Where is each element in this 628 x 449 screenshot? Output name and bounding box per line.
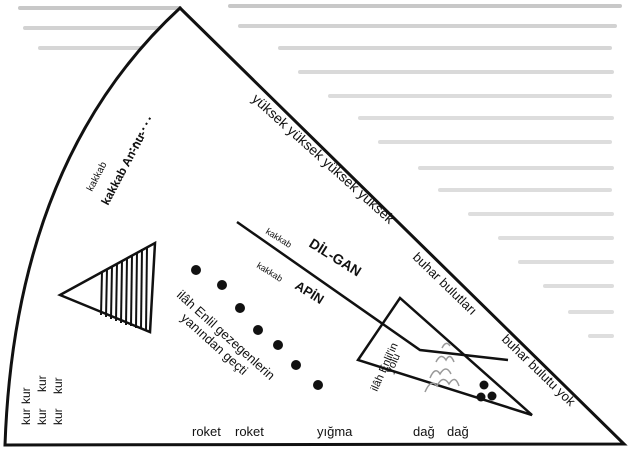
label-dag-1: dağ <box>413 424 435 439</box>
background-page-text <box>18 4 622 338</box>
label-roket-1: roket <box>192 424 221 439</box>
label-kur-5: kur <box>35 375 49 392</box>
label-dag-2: dağ <box>447 424 469 439</box>
planet-dot <box>291 360 301 370</box>
mountain-texture <box>424 342 460 393</box>
planet-dot <box>253 325 263 335</box>
label-kur-2: kur <box>35 408 49 425</box>
planet-dot <box>235 303 245 313</box>
left-triangle-hatch <box>100 246 148 332</box>
label-kur-3: kur <box>51 408 65 425</box>
sky-sector-outline <box>3 5 628 447</box>
planet-dot <box>217 280 227 290</box>
label-kur-1: kur <box>19 408 33 425</box>
planet-path-line <box>236 220 509 362</box>
planet-dot <box>273 340 283 350</box>
enlil-triangle <box>356 296 533 417</box>
planet-dot <box>191 265 201 275</box>
planet-dot <box>476 392 486 402</box>
dotted-trail <box>129 114 153 151</box>
left-triangle <box>57 240 157 334</box>
label-kur-6: kur <box>51 377 65 394</box>
label-yigma: yığma <box>317 424 353 439</box>
planet-dot <box>313 380 323 390</box>
label-roket-2: roket <box>235 424 264 439</box>
planet-dot <box>479 380 489 390</box>
planet-dots <box>191 265 497 402</box>
planet-dot <box>487 391 497 401</box>
label-kur-4: kur <box>19 387 33 404</box>
